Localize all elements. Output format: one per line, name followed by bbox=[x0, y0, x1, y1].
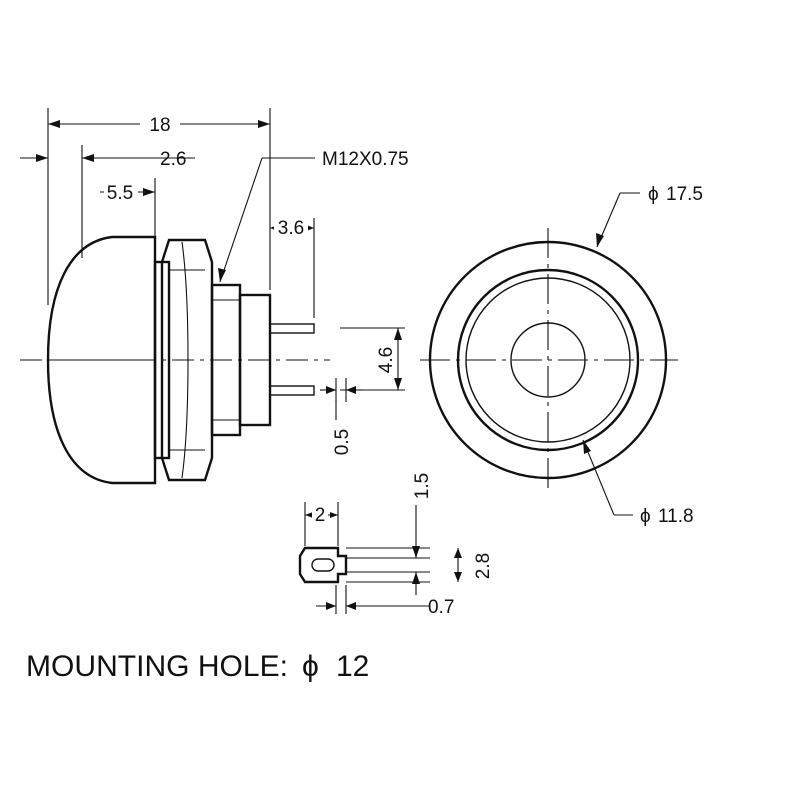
inner-diameter-symbol: ϕ bbox=[640, 506, 651, 527]
dim-thickness: 0.7 bbox=[316, 585, 454, 618]
terminal-detail bbox=[298, 546, 430, 584]
thread-spec-callout: M12X0.75 bbox=[218, 149, 409, 283]
dim-hole: 1.5 bbox=[346, 473, 433, 595]
pin-spacing-label: 4.6 bbox=[376, 347, 397, 373]
hole-dim-label: 1.5 bbox=[412, 473, 433, 499]
dim-pin-spacing: 4.6 bbox=[340, 327, 405, 391]
thickness-label: 0.7 bbox=[428, 597, 454, 618]
dim-overall-length: 18 bbox=[47, 108, 271, 305]
tab-height-label: 2.8 bbox=[473, 553, 494, 579]
dim-5-5-label: 5.5 bbox=[107, 183, 133, 204]
tab-width-label: 2 bbox=[315, 505, 326, 526]
thread-spec-label: M12X0.75 bbox=[322, 149, 409, 170]
pin-thickness-label: 0.5 bbox=[332, 429, 353, 455]
terminal-pin-top bbox=[269, 323, 315, 334]
terminal-slot bbox=[311, 558, 335, 572]
inner-diameter-value: 11.8 bbox=[658, 506, 694, 527]
terminal-tab bbox=[298, 546, 348, 584]
outer-diameter-symbol: ϕ bbox=[648, 184, 659, 205]
mounting-hole-label: MOUNTING HOLE: bbox=[26, 650, 288, 683]
terminal-pin-bottom bbox=[269, 385, 315, 396]
mounting-hole-symbol: ϕ bbox=[302, 650, 319, 683]
mounting-hole-note: MOUNTING HOLE: ϕ 12 bbox=[26, 650, 369, 683]
dim-2-6: 2.6 bbox=[20, 145, 195, 258]
dim-pin-thickness: 0.5 bbox=[320, 378, 362, 455]
dim-5-5: 5.5 bbox=[100, 178, 156, 237]
dim-3-6-label: 3.6 bbox=[278, 218, 304, 239]
mounting-hole-value: 12 bbox=[336, 650, 369, 683]
dim-3-6: 3.6 bbox=[270, 216, 315, 318]
side-view bbox=[20, 235, 330, 485]
outer-diameter-callout: ϕ 17.5 bbox=[596, 184, 703, 248]
front-view bbox=[420, 228, 678, 492]
overall-length-label: 18 bbox=[149, 115, 170, 136]
inner-diameter-callout: ϕ 11.8 bbox=[582, 439, 694, 527]
dim-tab-width: 2 bbox=[304, 502, 339, 546]
outer-diameter-value: 17.5 bbox=[666, 184, 703, 205]
dim-2-6-label: 2.6 bbox=[160, 149, 186, 170]
dim-tab-height: 2.8 bbox=[454, 548, 494, 582]
hex-nut bbox=[160, 238, 214, 482]
